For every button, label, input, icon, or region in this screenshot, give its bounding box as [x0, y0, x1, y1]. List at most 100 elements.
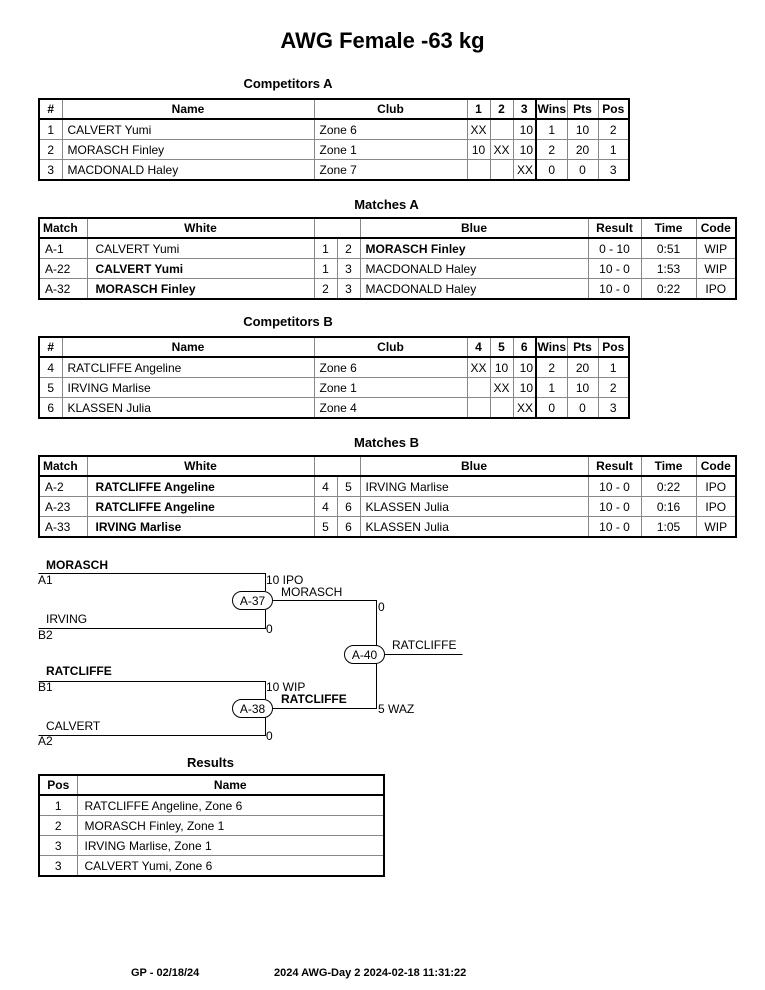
cell-white-num: 1: [314, 258, 338, 279]
col-1: 1: [467, 99, 491, 120]
cell-white-num: 4: [314, 496, 338, 517]
cell-score: 10: [467, 139, 491, 160]
cell-pos: 3: [598, 397, 630, 418]
cell-white: RATCLIFFE Angeline: [87, 496, 315, 517]
col-time: Time: [641, 456, 697, 477]
cell-result: 10 - 0: [588, 258, 642, 279]
col-result: Result: [588, 218, 642, 239]
cell-name: RATCLIFFE Angeline, Zone 6: [77, 795, 385, 816]
cell-name: MACDONALD Haley: [62, 159, 315, 180]
cell-pos: 1: [598, 357, 630, 378]
cell-club: Zone 1: [314, 377, 468, 398]
cell-score: [490, 397, 514, 418]
col-6: 6: [513, 337, 537, 358]
cell-blue-num: 6: [337, 516, 361, 537]
col-wins: Wins: [535, 337, 568, 358]
cell-blue-num: 5: [337, 476, 361, 497]
cell-blue-num: 6: [337, 496, 361, 517]
competitors-a-heading: Competitors A: [243, 76, 333, 91]
cell-pts: 10: [567, 377, 599, 398]
cell-xx: XX: [513, 159, 537, 180]
col-num: #: [39, 337, 63, 358]
matches-a-heading: Matches A: [354, 197, 419, 212]
cell-score: [467, 159, 491, 180]
table-row: A-33 IRVING Marlise 5 6 KLASSEN Julia 10…: [39, 516, 737, 537]
col-white: White: [87, 218, 315, 239]
cell-code: IPO: [696, 476, 737, 497]
sf2-top-seed: B1: [38, 680, 53, 694]
cell-blue-num: 2: [337, 238, 361, 259]
bracket-line: [38, 610, 266, 629]
cell-wins: 0: [535, 397, 568, 418]
competitors-b-heading: Competitors B: [243, 314, 333, 329]
cell-name: IRVING Marlise: [62, 377, 315, 398]
cell-xx: XX: [513, 397, 537, 418]
cell-pts: 0: [567, 397, 599, 418]
cell-blue: KLASSEN Julia: [360, 516, 589, 537]
cell-blue: KLASSEN Julia: [360, 496, 589, 517]
cell-name: CALVERT Yumi, Zone 6: [77, 855, 385, 876]
cell-white: IRVING Marlise: [87, 516, 315, 537]
cell-num: 2: [39, 139, 63, 160]
cell-match: A-1: [39, 238, 88, 259]
bracket-line: [38, 573, 266, 591]
sf1-top-seed: A1: [38, 573, 53, 587]
cell-club: Zone 6: [314, 357, 468, 378]
cell-xx: XX: [467, 119, 491, 140]
cell-num: 5: [39, 377, 63, 398]
cell-blue-num: 3: [337, 258, 361, 279]
cell-pts: 20: [567, 357, 599, 378]
cell-pos: 3: [39, 835, 78, 856]
col-name: Name: [77, 775, 385, 796]
bracket-line: [268, 600, 377, 646]
final-top-score: 0: [378, 600, 385, 614]
cell-xx: XX: [490, 377, 514, 398]
cell-club: Zone 1: [314, 139, 468, 160]
col-club: Club: [314, 99, 468, 120]
cell-white-num: 5: [314, 516, 338, 537]
col-match: Match: [39, 218, 88, 239]
cell-score: [490, 119, 514, 140]
cell-code: WIP: [696, 516, 737, 537]
sf1-bottom-score: 0: [266, 622, 273, 636]
matches-b-heading: Matches B: [353, 435, 420, 450]
cell-num: 1: [39, 119, 63, 140]
page-title: AWG Female -63 kg: [280, 28, 485, 53]
bracket-line: [268, 663, 377, 709]
col-4: 4: [467, 337, 491, 358]
sf1-bottom-seed: B2: [38, 628, 53, 642]
cell-wins: 2: [535, 357, 568, 378]
col-wins: Wins: [535, 99, 568, 120]
cell-code: IPO: [696, 278, 737, 299]
match-badge-a37: [232, 591, 273, 610]
cell-white: MORASCH Finley: [87, 278, 315, 299]
table-header: Match White Blue Result Time Code: [39, 456, 737, 477]
cell-blue: IRVING Marlise: [360, 476, 589, 497]
cell-pts: 20: [567, 139, 599, 160]
cell-match: A-33: [39, 516, 88, 537]
cell-white: RATCLIFFE Angeline: [87, 476, 315, 497]
cell-wins: 0: [535, 159, 568, 180]
final-bottom-score: 5 WAZ: [378, 702, 414, 716]
cell-score: [467, 397, 491, 418]
cell-blue: MORASCH Finley: [360, 238, 589, 259]
table-row: 3 CALVERT Yumi, Zone 6: [39, 855, 385, 876]
col-match: Match: [39, 456, 88, 477]
col-blue: Blue: [360, 218, 589, 239]
sf1-match: A-37: [240, 594, 266, 608]
table-row: 6 KLASSEN Julia Zone 4 XX 0 0 3: [39, 397, 630, 418]
cell-white-num: 1: [314, 238, 338, 259]
col-3: 3: [513, 99, 537, 120]
match-badge-a38: [232, 699, 273, 718]
table-row: 5 IRVING Marlise Zone 1 XX 10 1 10 2: [39, 377, 630, 398]
competitors-b-table: # Name Club 4 5 6 Wins Pts Pos 4 RATCLIF…: [38, 336, 630, 419]
cell-time: 0:51: [641, 238, 697, 259]
footer-left: GP - 02/18/24: [131, 967, 200, 979]
sf2-top-score: 10 WIP: [266, 680, 305, 694]
col-2: 2: [490, 99, 514, 120]
cell-score: 10: [513, 357, 537, 378]
bracket-line: [38, 717, 266, 736]
sf2-bottom-name: CALVERT: [46, 719, 101, 733]
table-header: # Name Club 4 5 6 Wins Pts Pos: [39, 337, 630, 358]
cell-time: 1:05: [641, 516, 697, 537]
